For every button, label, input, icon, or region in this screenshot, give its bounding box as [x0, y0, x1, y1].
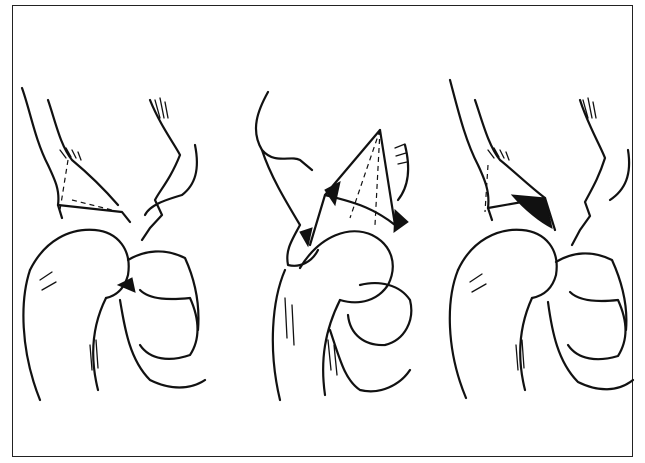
panel-right-hip-joint-graft-drawing-icon [450, 80, 633, 398]
panel-left-hip-joint-drawing-icon [22, 88, 205, 400]
panel-middle-hip-joint-wedge-drawing-icon [256, 92, 411, 400]
